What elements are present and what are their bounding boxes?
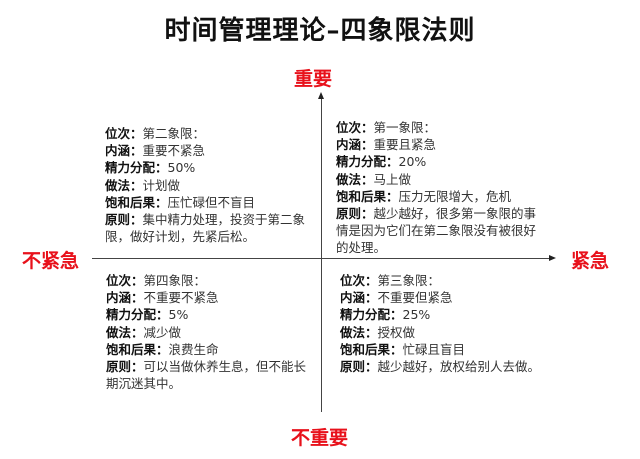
field-value: 第二象限： [142, 126, 206, 141]
field-label: 精力分配： [340, 307, 403, 323]
field-value: 20% [398, 154, 427, 170]
field-label: 原则： [340, 359, 378, 375]
field-value: 重要不紧急 [142, 143, 206, 159]
axis-label-important: 重要 [294, 68, 333, 90]
field-label: 饱和后果： [336, 188, 399, 204]
meaning-row: 内涵：不重要但紧急 [340, 289, 560, 306]
energy-row: 精力分配：5% [106, 306, 316, 323]
field-value: 第四象限： [143, 273, 207, 288]
field-label: 位次： [106, 273, 144, 288]
field-value: 集中精力处理，投资于第二象限，做好计划，先紧后松。 [105, 212, 306, 245]
consequence-row: 饱和后果：忙碌且盲目 [340, 341, 560, 358]
quadrant-2: 位次：第二象限： 内涵：重要不紧急 精力分配：50% 做法：计划做 饱和后果：压… [105, 125, 315, 245]
axis-label-not-urgent: 不紧急 [22, 250, 80, 272]
position-row: 位次：第三象限： [340, 272, 560, 289]
principle-row: 原则：可以当做休养生息，但不能长期沉迷其中。 [106, 358, 316, 392]
field-value: 马上做 [373, 171, 412, 187]
field-label: 做法： [105, 177, 143, 193]
field-value: 重要且紧急 [373, 137, 437, 153]
field-value: 减少做 [143, 324, 182, 340]
arrow-up-icon [318, 92, 324, 99]
meaning-row: 内涵：重要不紧急 [105, 142, 315, 159]
field-label: 内涵： [105, 143, 143, 159]
method-row: 做法：授权做 [340, 324, 560, 341]
importance-axis [321, 94, 322, 412]
principle-row: 原则：集中精力处理，投资于第二象限，做好计划，先紧后松。 [105, 211, 315, 245]
field-label: 饱和后果： [105, 194, 168, 210]
position-row: 位次：第四象限： [106, 272, 316, 289]
field-value: 第三象限： [377, 273, 441, 288]
field-label: 精力分配： [106, 307, 169, 323]
quadrant-4: 位次：第四象限： 内涵：不重要不紧急 精力分配：5% 做法：减少做 饱和后果：浪… [106, 272, 316, 392]
principle-row: 原则：越少越好，很多第一象限的事情是因为它们在第二象限没有被很好的处理。 [336, 205, 546, 257]
field-label: 原则： [105, 212, 143, 228]
field-value: 不重要不紧急 [143, 290, 219, 306]
method-row: 做法：马上做 [336, 171, 546, 188]
field-label: 内涵： [336, 137, 374, 153]
field-value: 5% [168, 307, 189, 323]
field-value: 不重要但紧急 [377, 290, 453, 306]
field-value: 授权做 [377, 324, 416, 340]
position-row: 位次：第二象限： [105, 125, 315, 142]
field-label: 原则： [336, 206, 374, 222]
field-value: 25% [402, 307, 431, 323]
page-title: 时间管理理论–四象限法则 [164, 16, 476, 46]
field-value: 越少越好，很多第一象限的事情是因为它们在第二象限没有被很好的处理。 [336, 206, 537, 256]
consequence-row: 饱和后果：压力无限增大，危机 [336, 188, 546, 205]
field-value: 忙碌且盲目 [402, 341, 466, 357]
field-value: 可以当做休养生息，但不能长期沉迷其中。 [106, 359, 307, 392]
field-value: 计划做 [142, 177, 181, 193]
field-label: 内涵： [340, 290, 378, 306]
field-label: 原则： [106, 359, 144, 375]
field-value: 50% [167, 160, 196, 176]
position-row: 位次：第一象限： [336, 119, 546, 136]
method-row: 做法：减少做 [106, 324, 316, 341]
consequence-row: 饱和后果：浪费生命 [106, 341, 316, 358]
method-row: 做法：计划做 [105, 177, 315, 194]
field-value: 压忙碌但不盲目 [167, 194, 256, 210]
field-value: 越少越好，放权给别人去做。 [377, 359, 541, 375]
principle-row: 原则：越少越好，放权给别人去做。 [340, 358, 560, 375]
energy-row: 精力分配：50% [105, 159, 315, 176]
arrow-right-icon [549, 255, 556, 261]
meaning-row: 内涵：重要且紧急 [336, 136, 546, 153]
urgency-axis [92, 258, 550, 259]
quadrant-1: 位次：第一象限： 内涵：重要且紧急 精力分配：20% 做法：马上做 饱和后果：压… [336, 119, 546, 257]
field-label: 做法： [340, 324, 378, 340]
field-label: 位次： [105, 126, 143, 141]
energy-row: 精力分配：20% [336, 153, 546, 170]
field-value: 压力无限增大，危机 [398, 188, 512, 204]
field-label: 精力分配： [336, 154, 399, 170]
field-label: 精力分配： [105, 160, 168, 176]
field-value: 第一象限： [373, 120, 437, 135]
axis-label-not-important: 不重要 [291, 427, 349, 449]
meaning-row: 内涵：不重要不紧急 [106, 289, 316, 306]
consequence-row: 饱和后果：压忙碌但不盲目 [105, 194, 315, 211]
field-label: 饱和后果： [106, 341, 169, 357]
quadrant-3: 位次：第三象限： 内涵：不重要但紧急 精力分配：25% 做法：授权做 饱和后果：… [340, 272, 560, 375]
field-label: 饱和后果： [340, 341, 403, 357]
field-label: 做法： [336, 171, 374, 187]
axis-label-urgent: 紧急 [571, 250, 610, 272]
field-value: 浪费生命 [168, 341, 219, 357]
field-label: 内涵： [106, 290, 144, 306]
energy-row: 精力分配：25% [340, 306, 560, 323]
field-label: 位次： [340, 273, 378, 288]
field-label: 位次： [336, 120, 374, 135]
field-label: 做法： [106, 324, 144, 340]
